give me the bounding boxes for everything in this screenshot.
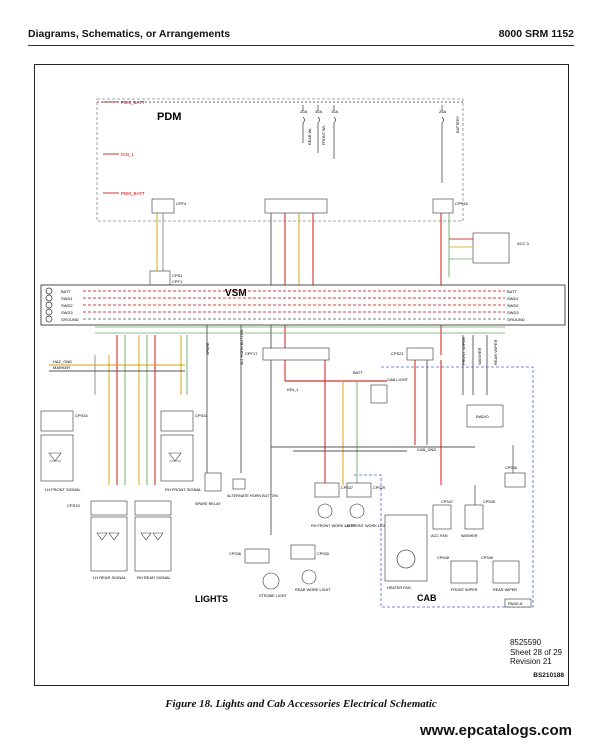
rear-wiper-label: REAR WIPER: [493, 588, 517, 592]
pdm-pin-ign1: IGN_1: [121, 152, 135, 157]
vsm-bus-swd3: SWD3: [61, 310, 73, 315]
drawing-id: BS210188: [533, 672, 564, 679]
connector-cpf17: CPF17: [245, 351, 258, 356]
wire-rear-wiper: REAR WIPER: [493, 340, 498, 365]
connector-cps49: CPS49: [481, 556, 493, 560]
pdm-box: [96, 98, 464, 222]
fuse-label-battery: BATTERY: [456, 115, 460, 133]
wire-spare: SPARE: [206, 342, 210, 355]
vsm-bus-swd2: SWD2: [61, 303, 73, 308]
header-divider: [28, 45, 574, 46]
connector-cpp16: CPP16: [455, 201, 468, 206]
cab-label: CAB: [417, 593, 437, 603]
connector-cps33: CPS33: [67, 503, 80, 508]
connector-cps29: CPS29: [373, 486, 385, 490]
cab-light-label: CAB LIGHT: [387, 377, 409, 382]
vsm-bus-ground: GROUND: [61, 317, 79, 322]
lh-front-signal-label: LH FRONT SIGNAL: [45, 487, 81, 492]
figure-caption: Figure 18. Lights and Cab Accessories El…: [165, 698, 437, 710]
lights-label: LIGHTS: [195, 594, 228, 604]
wire-batt: BATT: [353, 370, 363, 375]
rear-work-light-label: REAR WORK LIGHT: [295, 588, 331, 592]
wire-front-wiper: FRONT WIPER: [461, 337, 466, 365]
connector-cpf4: CPF4: [176, 201, 187, 206]
page-reference: PAGE-8: [508, 601, 523, 606]
strobe-light-label: STROBE LIGHT: [259, 594, 288, 598]
electrical-schematic: PDM PDM_BATT IGN_1 PDM_BATT 20A 30A 10A …: [40, 98, 566, 608]
fuse-20a: 20A: [300, 109, 307, 114]
heater-fan-label: HEATER FAN: [387, 586, 411, 590]
wire-cab-gnd: CAB_GND: [417, 447, 436, 452]
connector-cps34: CPS34: [75, 413, 88, 418]
connector-cps46: CPS46: [505, 466, 517, 470]
lh-front-work-light-label: LH FRONT WORK LIGHT: [345, 524, 390, 528]
connector-cps45: CPS45: [483, 500, 495, 504]
vsm-bus-ground-right: GROUND: [507, 317, 525, 322]
schematic-frame: PDM PDM_BATT IGN_1 PDM_BATT 20A 30A 10A …: [34, 64, 569, 686]
spare-relay-label: SPARE RELAY: [195, 502, 221, 506]
fuse-label-front-wl: FRONT WL: [322, 125, 326, 145]
wire-ign1: IGN_1: [287, 387, 299, 392]
rh-front-signal-label: RH FRONT SIGNAL: [165, 487, 202, 492]
fuse-10a: 10A: [331, 109, 338, 114]
front-wiper-label: FRONT WIPER: [451, 588, 478, 592]
washer-label: WASHER: [461, 534, 478, 538]
pdm-pin-batt-1: PDM_BATT: [121, 100, 145, 105]
vsm-bus-batt-right: BATT: [507, 289, 517, 294]
vsm-bus-swd2-right: SWD2: [507, 303, 519, 308]
wire-alt-horn: ALT HORN BUTTON: [240, 329, 244, 365]
header-section-title: Diagrams, Schematics, or Arrangements: [28, 28, 231, 40]
fuse-30a: 30A: [315, 109, 322, 114]
rh-rear-signal-label: RH REAR SIGNAL: [137, 575, 172, 580]
footer-url[interactable]: www.epcatalogs.com: [420, 722, 572, 739]
radio-label: RADIO: [476, 414, 489, 419]
connector-cps30: CPS30: [317, 552, 329, 556]
connector-cps31: CPS31: [195, 413, 208, 418]
alt-horn-label: ALTERNATE HORN BUTTON: [227, 494, 278, 498]
vsm-bus-batt: BATT: [61, 289, 71, 294]
sheet-info: 8525590 Sheet 28 of 29 Revision 21: [510, 638, 562, 667]
vsm-bus-swd1-right: SWD1: [507, 296, 519, 301]
sheet-number: Sheet 28 of 29: [509, 647, 562, 657]
wire-haz-gnd: HAZ_GND: [53, 359, 72, 364]
wire-acc3: ACC 3: [517, 241, 530, 246]
pdm-label: PDM: [157, 111, 181, 123]
wire-marker: MARKER: [53, 365, 70, 370]
cab-region: [353, 366, 534, 608]
connector-cps21: CPS21: [391, 351, 404, 356]
vsm-bus-swd1: SWD1: [61, 296, 73, 301]
header-document-number: 8000 SRM 1152: [498, 28, 574, 40]
rh-front-work-light-label: RH FRONT WORK LIGHT: [311, 524, 356, 528]
fuse-25a: 25A: [439, 109, 446, 114]
connector-cps37: CPS37: [341, 486, 353, 490]
drawing-number: 8525590: [509, 638, 542, 647]
fuse-label-rear-wl: REAR WL: [308, 128, 312, 145]
connector-cps36: CPS36: [229, 552, 241, 556]
wire-washer: WASHER: [477, 347, 482, 365]
vsm-label: VSM: [225, 288, 247, 299]
connector-cps1: CPS1: [172, 273, 183, 278]
connector-cps47: CPS47: [441, 500, 453, 504]
lh-rear-signal-label: LH REAR SIGNAL: [93, 575, 127, 580]
revision: Revision 21: [509, 657, 552, 666]
connector-cps48: CPS48: [437, 556, 449, 560]
connector-cpf1: CPF1: [172, 279, 183, 284]
pdm-pin-batt-2: PDM_BATT: [121, 191, 145, 196]
acc-fan-label: ACC FAN: [431, 534, 448, 538]
vsm-bus-swd3-right: SWD3: [507, 310, 519, 315]
